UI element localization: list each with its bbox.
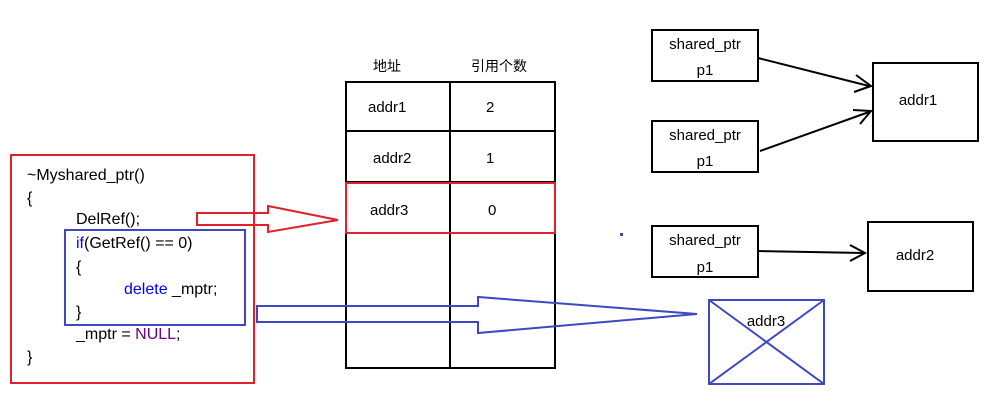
- addr2-object-box: [867, 221, 974, 292]
- shared-ptr-type-label: shared_ptr: [669, 127, 741, 144]
- table-header-addr: 地址: [373, 59, 401, 75]
- shared-ptr-box-1: [651, 29, 759, 82]
- pointer-arrow-line: [757, 250, 865, 254]
- shared-ptr-name-label: p1: [697, 62, 714, 79]
- table-row-count: 2: [486, 99, 494, 116]
- pointer-arrow-line: [757, 57, 870, 87]
- shared-ptr-name-label: p1: [697, 153, 714, 170]
- code-if-condition: (GetRef() == 0): [84, 235, 192, 252]
- addr3-row-highlight: [345, 182, 556, 234]
- delete-arrow: [256, 295, 698, 335]
- code-delete-line: delete _mptr;: [124, 281, 217, 298]
- addr1-object-box: [872, 62, 979, 142]
- table-row-count: 1: [486, 150, 494, 167]
- pointer-arrow-line: [759, 111, 870, 152]
- arrowhead-icon: [849, 244, 868, 262]
- shared-ptr-type-label: shared_ptr: [669, 36, 741, 53]
- table-row-count-zero: 0: [488, 202, 496, 219]
- code-delref: DelRef();: [76, 211, 140, 228]
- code-null-macro: NULL: [135, 326, 176, 343]
- code-if-keyword: if: [76, 235, 85, 252]
- delref-arrow: [196, 204, 339, 234]
- code-open-brace: {: [27, 190, 33, 207]
- code-delete-keyword: delete: [124, 281, 168, 298]
- shared-ptr-name-label: p1: [697, 259, 714, 276]
- code-close-brace: }: [27, 349, 33, 366]
- table-row-addr: addr1: [368, 99, 406, 116]
- shared-ptr-box-2: [651, 120, 759, 173]
- if-block-box: [64, 229, 246, 326]
- destructor-code-box: [10, 154, 255, 384]
- addr3-label: addr3: [747, 313, 785, 330]
- table-header-count: 引用个数: [471, 59, 527, 75]
- code-inner-close: }: [76, 304, 82, 321]
- arrowhead-icon: [853, 74, 874, 93]
- table-row-addr: addr3: [370, 202, 408, 219]
- stray-mark: [620, 233, 623, 236]
- code-delete-target: _mptr;: [168, 281, 218, 298]
- addr3-deleted-box: [708, 299, 825, 385]
- code-assign-prefix: _mptr =: [75, 326, 135, 343]
- code-inner-open: {: [76, 259, 82, 276]
- code-assign-line: _mptr = NULL;: [75, 326, 181, 343]
- addr1-label: addr1: [899, 92, 937, 109]
- addr3-cross-line: [708, 299, 825, 385]
- code-assign-suffix: ;: [176, 326, 180, 343]
- arrowhead-icon: [852, 109, 874, 125]
- table-row-addr: addr2: [373, 150, 411, 167]
- shared-ptr-type-label: shared_ptr: [669, 232, 741, 249]
- code-if-line: if(GetRef() == 0): [76, 235, 192, 252]
- addr2-label: addr2: [896, 247, 934, 264]
- code-signature: ~Myshared_ptr(): [27, 167, 145, 184]
